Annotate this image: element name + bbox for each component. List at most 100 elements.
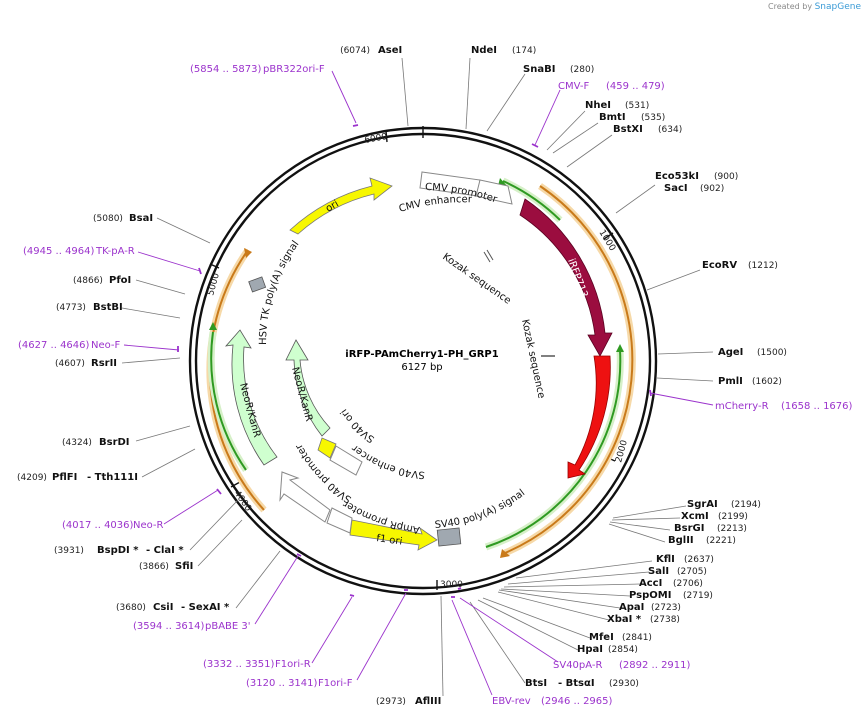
bsrgi-name: BsrGI xyxy=(674,523,704,534)
hpai-name: HpaI xyxy=(577,644,603,655)
pfoi-pos: (4866) xyxy=(73,276,103,286)
sali-name: SalI xyxy=(648,566,669,577)
orf-arc-left-green xyxy=(210,331,247,471)
pbr-pos: (5854 .. 5873) xyxy=(190,64,262,75)
snapgene-credit: Created by SnapGene xyxy=(768,2,861,12)
tkpar-name: TK-pA-R xyxy=(95,246,135,257)
ebvrev-pos: (2946 .. 2965) xyxy=(541,696,613,707)
asei-name: AseI xyxy=(378,45,402,56)
xbai-pos: (2738) xyxy=(650,615,680,625)
mcherryr-pos: (1658 .. 1676) xyxy=(781,401,853,412)
kozak-mark-1b xyxy=(486,249,494,261)
hsv-tk-polya-label: HSV TK poly(A) signal xyxy=(258,239,302,345)
kfli-name: KflI xyxy=(656,554,675,565)
sv40-promoter-arrow xyxy=(279,471,331,523)
pmli-pos: (1602) xyxy=(752,377,782,387)
eco53ki-name: Eco53kI xyxy=(655,171,699,182)
xcmi-pos: (2199) xyxy=(718,512,748,522)
sv40par-name: SV40pA-R xyxy=(553,660,602,671)
bsrdi-name: BsrDI xyxy=(99,437,130,448)
sali-pos: (2705) xyxy=(677,567,707,577)
pmli-name: PmlI xyxy=(718,376,743,387)
orf-arrowhead-left-green xyxy=(209,322,217,330)
bsrdi-pos: (4324) xyxy=(62,438,92,448)
pamcherry1-label: PAmCherry1 xyxy=(571,321,593,384)
agei-pos: (1500) xyxy=(757,348,787,358)
pbr-name: pBR322ori-F xyxy=(263,64,325,75)
mcherryr-name: mCherry-R xyxy=(715,401,769,412)
pbabe-name: pBABE 3' xyxy=(205,621,251,632)
orf-arrowhead-lower xyxy=(616,344,624,352)
hpai-pos: (2854) xyxy=(608,645,638,655)
saci-name: SacI xyxy=(664,183,688,194)
bglii-pos: (2221) xyxy=(706,536,736,546)
nhei-pos: (531) xyxy=(625,101,649,111)
f1-ori-label: f1 ori xyxy=(376,533,403,548)
tick-6000: 6000 xyxy=(364,132,389,146)
afliii-pos: (2973) xyxy=(376,697,406,707)
pflfi-pos: (4209) xyxy=(17,473,47,483)
csii-pos: (3680) xyxy=(116,603,146,613)
pflfi-name2: - Tth111I xyxy=(87,472,138,483)
acci-pos: (2706) xyxy=(673,579,703,589)
bstbi-name: BstBI xyxy=(93,302,123,313)
plasmid-name: iRFP-PAmCherry1-PH_GRP1 xyxy=(345,349,498,360)
ndei-pos: (174) xyxy=(512,46,536,56)
bspdi-name2: - ClaI * xyxy=(146,545,184,556)
bspdi-pos: (3931) xyxy=(54,546,84,556)
csii-name2: - SexAI * xyxy=(181,602,230,613)
credit-prefix: Created by xyxy=(768,2,813,11)
pbabe-pos: (3594 .. 3614) xyxy=(133,621,205,632)
orf-arrowhead-left-orange xyxy=(244,248,252,258)
btsi-pos: (2930) xyxy=(609,679,639,689)
f1-ori-arrow xyxy=(349,519,438,551)
afliii-name: AflIII xyxy=(415,696,441,707)
btsi-name2: - BtsαI xyxy=(558,678,595,689)
bsai-name: BsaI xyxy=(129,213,153,224)
f1orir-pos: (3332 .. 3351) xyxy=(203,659,275,670)
neokan-inner-label: NeoR/KanR xyxy=(289,366,314,423)
bsrgi-pos: (2213) xyxy=(717,524,747,534)
sfii-pos: (3866) xyxy=(139,562,169,572)
nhei-name: NheI xyxy=(585,100,611,111)
orf-arc-right-orange xyxy=(504,185,634,554)
ecorv-pos: (1212) xyxy=(748,261,778,271)
sgrai-pos: (2194) xyxy=(731,500,761,510)
sv40par-pos: (2892 .. 2911) xyxy=(619,660,691,671)
cmv-promoter-arrow xyxy=(475,179,513,205)
sv40-enhancer-box xyxy=(329,445,363,476)
xbai-name: XbaI * xyxy=(607,614,642,625)
cmv-enhancer-label: CMV enhancer xyxy=(398,194,473,215)
bmti-pos: (535) xyxy=(641,113,665,123)
neor-name: Neo-R xyxy=(133,520,164,531)
apai-name: ApaI xyxy=(619,602,644,613)
neof-name: Neo-F xyxy=(91,340,121,351)
bstxi-pos: (634) xyxy=(658,125,682,135)
tick-3000: 3000 xyxy=(440,580,463,590)
kozak-mark-1 xyxy=(483,251,491,263)
agei-name: AgeI xyxy=(718,347,743,358)
f1orif-name: F1ori-F xyxy=(318,678,353,689)
asei-pos: (6074) xyxy=(340,46,370,56)
cmvf-pos: (459 .. 479) xyxy=(606,81,665,92)
neokan-inner-arrow xyxy=(285,339,331,437)
pfoi-name: PfoI xyxy=(109,275,131,286)
pspomi-pos: (2719) xyxy=(683,591,713,601)
sv40-ori-box xyxy=(317,437,337,459)
saci-pos: (902) xyxy=(700,184,724,194)
ndei-name: NdeI xyxy=(471,45,497,56)
sv40-polya-box xyxy=(436,527,462,547)
ecorv-name: EcoRV xyxy=(702,260,737,271)
f1orif-pos: (3120 .. 3141) xyxy=(246,678,318,689)
tick-5000: 5000 xyxy=(206,272,222,297)
ebvrev-name: EBV-rev xyxy=(492,696,531,707)
bsai-pos: (5080) xyxy=(93,214,123,224)
kozak-label-1: Kozak sequence xyxy=(440,251,512,306)
bstxi-name: BstXI xyxy=(613,124,643,135)
snabi-name: SnaBI xyxy=(523,64,555,75)
mfei-name: MfeI xyxy=(589,632,614,643)
kfli-pos: (2637) xyxy=(684,555,714,565)
sgrai-name: SgrAI xyxy=(687,499,718,510)
ori-arrow xyxy=(289,177,393,235)
